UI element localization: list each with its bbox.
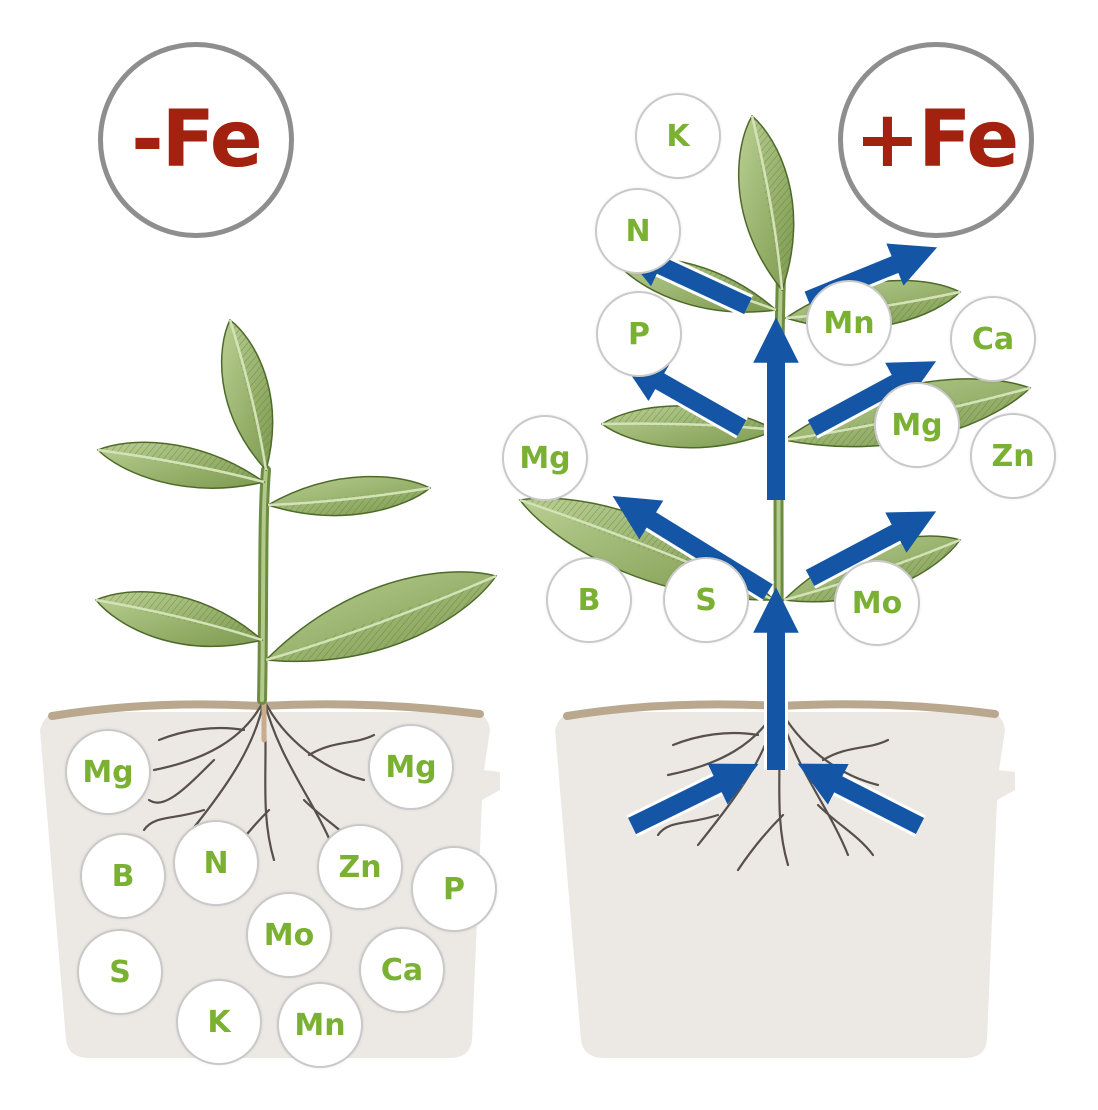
soil-nutrient-mn: Mn bbox=[277, 982, 363, 1068]
plant-nutrient-p: P bbox=[596, 291, 682, 377]
plant-minus-fe bbox=[94, 318, 498, 705]
plus-fe-label: +Fe bbox=[838, 42, 1034, 238]
soil-nutrient-mg: Mg bbox=[65, 729, 151, 815]
leaf bbox=[738, 114, 795, 292]
plant-nutrient-mn: Mn bbox=[806, 280, 892, 366]
plant-nutrient-mo: Mo bbox=[834, 560, 920, 646]
uptake-arrows bbox=[612, 243, 938, 837]
soil-nutrient-k: K bbox=[176, 979, 262, 1065]
leaf bbox=[94, 590, 264, 648]
plant-nutrient-mg: Mg bbox=[502, 415, 588, 501]
soil-nutrient-n: N bbox=[173, 820, 259, 906]
soil-nutrient-mg: Mg bbox=[368, 724, 454, 810]
plant-nutrient-zn: Zn bbox=[970, 413, 1056, 499]
leaf bbox=[220, 318, 274, 472]
plant-nutrient-n: N bbox=[595, 188, 681, 274]
leaf bbox=[600, 405, 778, 449]
minus-fe-label: -Fe bbox=[98, 42, 294, 238]
soil-nutrient-s: S bbox=[77, 929, 163, 1015]
leaf bbox=[266, 475, 432, 517]
soil-nutrient-zn: Zn bbox=[317, 824, 403, 910]
soil-nutrient-mo: Mo bbox=[246, 892, 332, 978]
soil-nutrient-ca: Ca bbox=[359, 927, 445, 1013]
plant-nutrient-b: B bbox=[546, 557, 632, 643]
leaf bbox=[96, 441, 266, 489]
plant-nutrient-s: S bbox=[663, 557, 749, 643]
leaf bbox=[264, 571, 498, 663]
plant-nutrient-mg: Mg bbox=[874, 382, 960, 468]
plant-nutrient-k: K bbox=[635, 93, 721, 179]
soil-nutrient-b: B bbox=[80, 833, 166, 919]
plant-nutrient-ca: Ca bbox=[950, 296, 1036, 382]
soil-nutrient-p: P bbox=[411, 846, 497, 932]
